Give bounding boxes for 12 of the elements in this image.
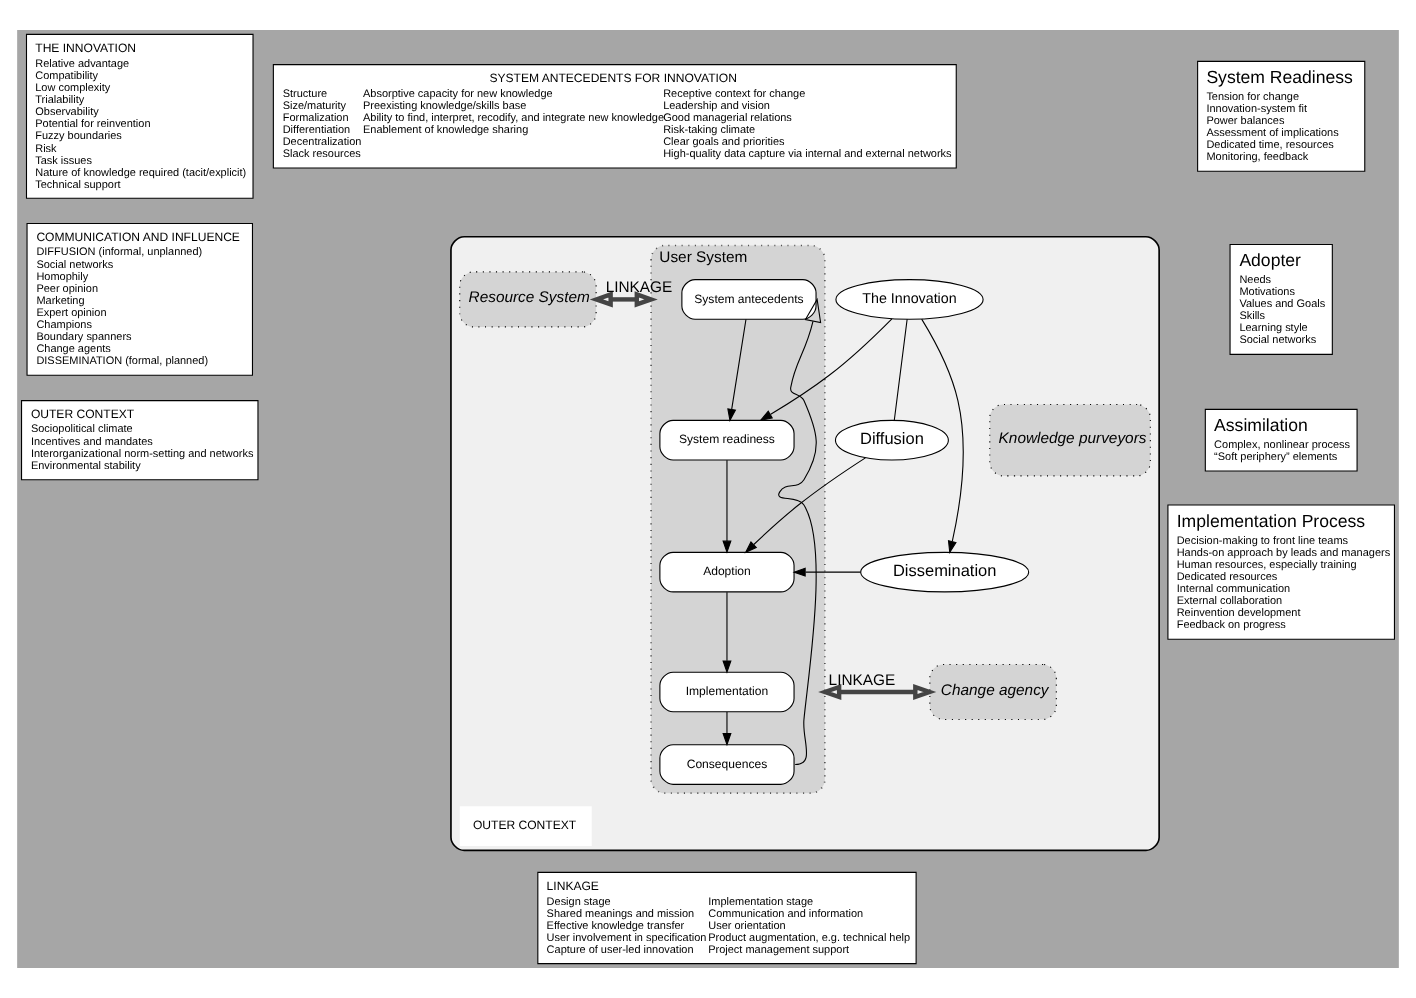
arrow	[759, 318, 893, 422]
arrow	[818, 683, 937, 701]
arrow	[792, 567, 862, 577]
arrow	[589, 291, 658, 308]
arrow	[744, 457, 866, 554]
arrow	[722, 711, 732, 747]
arrow	[722, 591, 732, 674]
connector	[893, 318, 908, 421]
arrow	[921, 318, 964, 554]
arrow	[778, 297, 822, 766]
arrow	[727, 318, 747, 422]
arrow	[722, 459, 732, 554]
